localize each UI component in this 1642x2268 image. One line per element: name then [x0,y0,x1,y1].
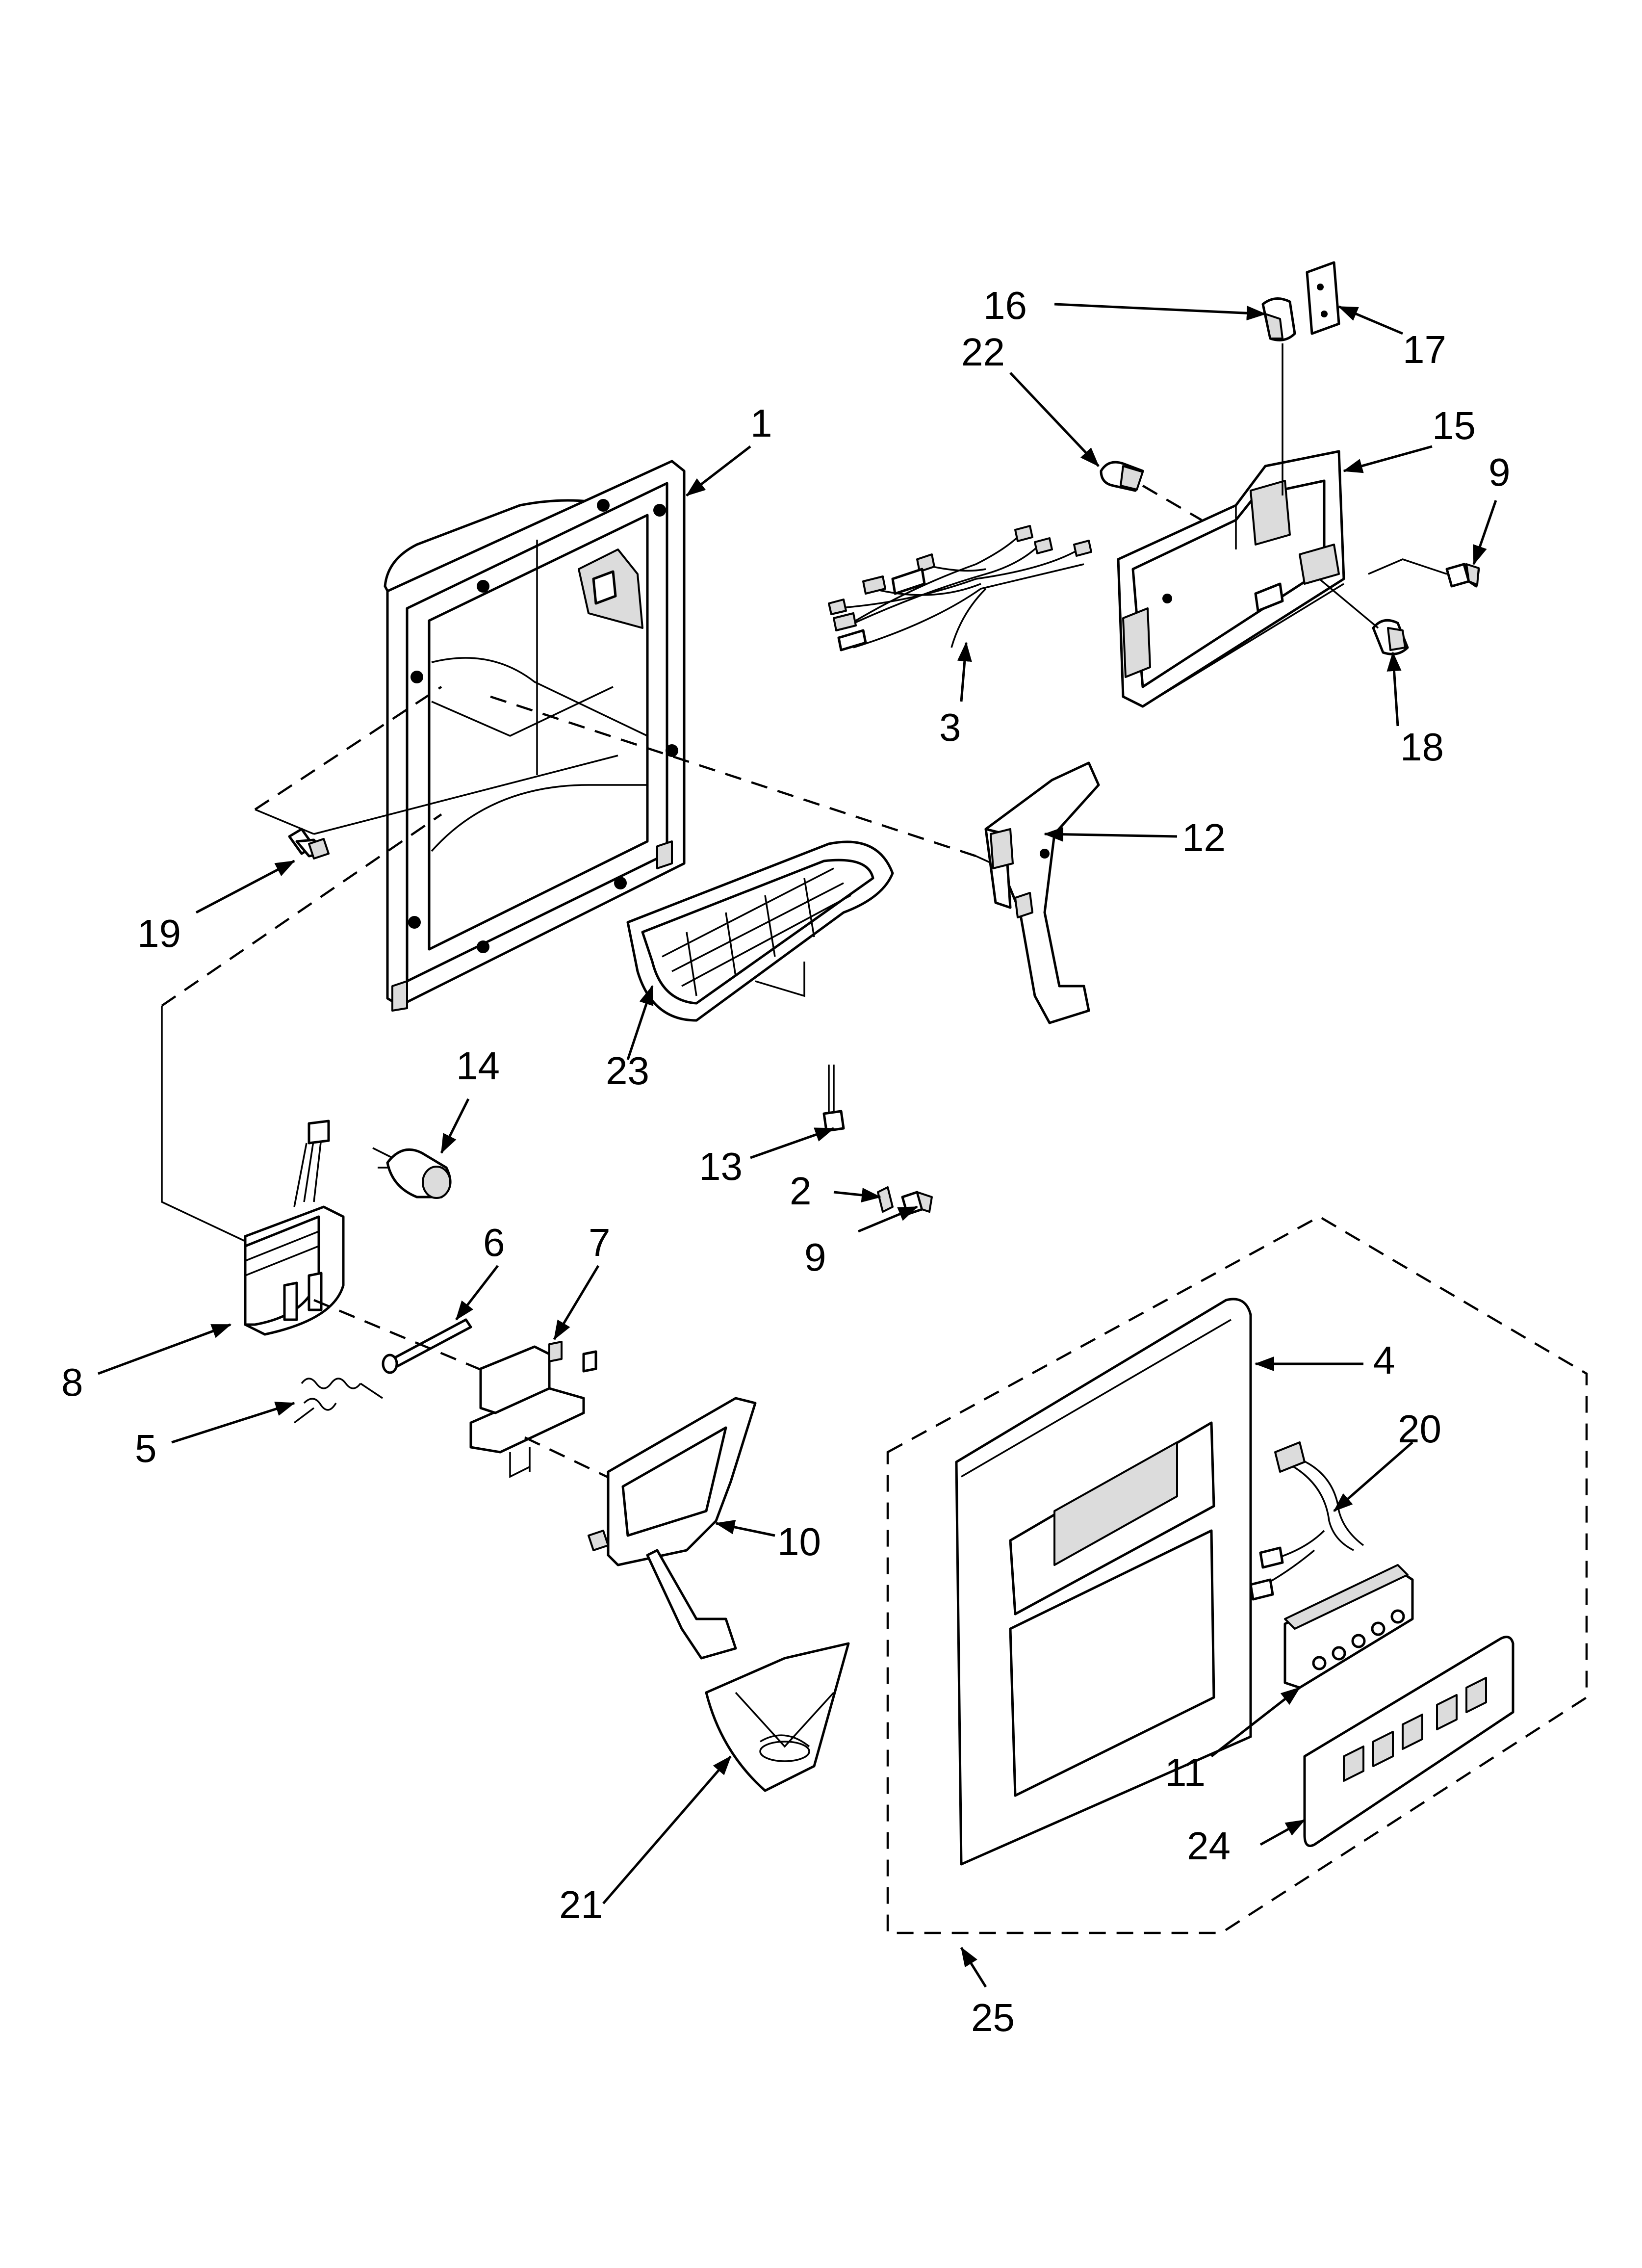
callout-4: 4 [1373,1338,1395,1382]
callout-6: 6 [483,1221,505,1264]
part-21-funnel [705,1642,850,1792]
callout-17: 17 [1403,328,1446,371]
callout-19: 19 [137,912,181,955]
callout-18: 18 [1400,725,1444,769]
callout-22: 22 [961,330,1005,374]
part-3-wire-harness [828,525,1092,652]
part-5-spring [293,1378,383,1424]
part-4-front-panel [955,1298,1252,1866]
callout-21: 21 [559,1883,603,1927]
callout-15: 15 [1432,404,1476,447]
part-9-screw-top [1445,563,1480,588]
part-11-control-board [1283,1564,1414,1689]
part-6-pin [382,1318,472,1374]
callout-3: 3 [939,705,961,749]
callout-7: 7 [589,1221,611,1264]
callout-9-top: 9 [1488,450,1511,494]
callout-5: 5 [135,1427,157,1470]
part-17-plate [1306,261,1340,335]
part-10-chute-door [588,1397,757,1660]
callout-16: 16 [983,284,1027,327]
callout-25: 25 [971,1996,1015,2039]
callout-20: 20 [1398,1407,1441,1451]
callout-24: 24 [1187,1824,1231,1868]
part-22-grommet [1100,461,1144,492]
callout-2: 2 [790,1169,812,1213]
callout-13: 13 [699,1145,743,1188]
callout-11: 11 [1165,1750,1206,1794]
callout-23: 23 [606,1049,649,1093]
leader-lines [98,303,1497,1988]
part-19-screw [288,828,330,860]
part-1-housing [384,460,686,1012]
callout-14: 14 [456,1044,500,1088]
part-14-motor [372,1147,452,1199]
callout-9-middle: 9 [804,1235,826,1279]
part-20-harness [1249,1441,1364,1601]
part-16-switch [1261,297,1296,341]
part-24-control-overlay [1303,1636,1514,1847]
callout-8: 8 [61,1360,83,1404]
part-8-motor-assembly [244,1120,345,1336]
part-18-part [1372,619,1409,655]
callout-1: 1 [750,401,772,445]
part-12-arm [984,761,1100,1024]
part-7-actuator [469,1341,597,1478]
part-23-drip-tray [626,840,894,1022]
part-2-pad [877,1186,894,1213]
callout-12: 12 [1182,816,1226,860]
part-13-spring-clip [822,1065,845,1132]
part-15-bracket [1117,450,1345,708]
callout-10: 10 [777,1520,821,1564]
